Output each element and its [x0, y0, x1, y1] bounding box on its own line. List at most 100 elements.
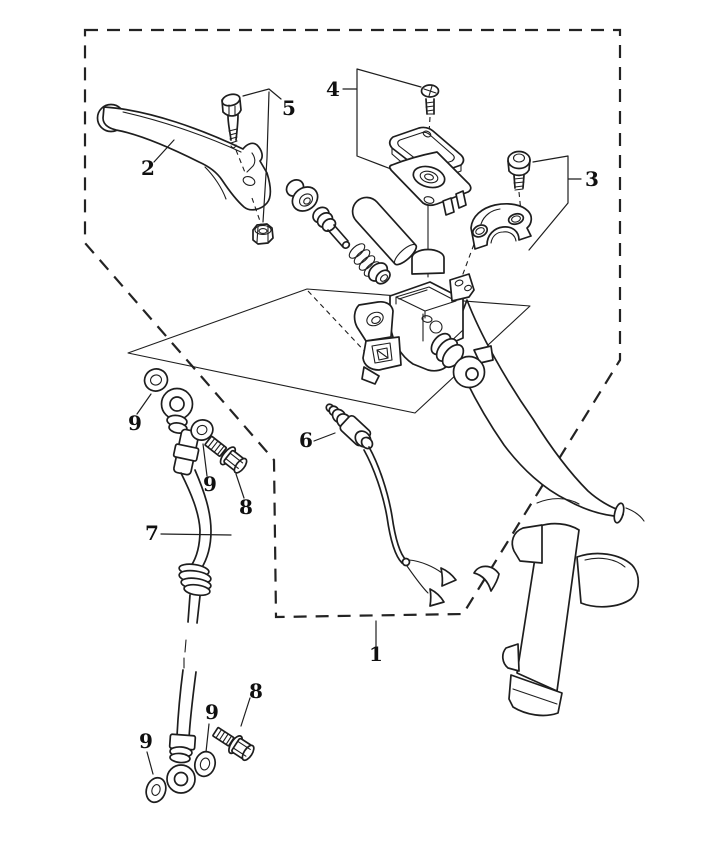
callout-label-6: 6 — [299, 428, 313, 452]
hose-lower-right — [188, 671, 197, 740]
clamp-bolt-threads — [513, 177, 525, 191]
piston-parts — [285, 179, 418, 285]
reservoir-cap-inner — [397, 131, 455, 169]
plate-center-boss — [412, 165, 446, 189]
bracket-4 — [342, 68, 422, 170]
bolt-bottom-facets — [232, 740, 251, 757]
handlebar-end-line — [625, 507, 645, 522]
banjo-bolt-top — [204, 435, 248, 474]
callout-label-9: 9 — [128, 411, 142, 435]
lug-hole — [371, 315, 381, 325]
cap-screw-axis — [428, 116, 431, 135]
lug-hole-rim — [366, 311, 384, 327]
spring-coil-2 — [353, 249, 371, 265]
callout-label-8: 8 — [239, 495, 253, 519]
fork-collar-line — [512, 688, 558, 705]
bolt-bottom-thread-ribs — [215, 728, 233, 746]
leader-7 — [160, 533, 232, 536]
bolt-top-threads — [204, 435, 227, 457]
cap-screw-cross — [423, 85, 437, 97]
clamp-bolt-socket — [512, 153, 526, 163]
lever-arm-crease — [204, 166, 227, 200]
reservoir-rim-inner — [395, 286, 457, 312]
washer-bottom-left-hole — [151, 784, 161, 796]
plate-tab-2 — [455, 190, 467, 209]
hose-collar-4 — [169, 752, 191, 764]
reservoir-interior — [395, 289, 428, 319]
leader-9-b — [202, 443, 208, 477]
brake-lever — [96, 103, 272, 211]
leader-8-bottom — [240, 697, 251, 727]
fork-right-lug — [576, 552, 640, 608]
banjo-bolt-bottom — [212, 726, 255, 762]
hose-break-marks — [183, 639, 187, 669]
lever-lug-upper — [353, 300, 394, 342]
fork-tube — [516, 522, 580, 692]
washer-bottom-right — [193, 750, 217, 778]
bushing-bore — [298, 193, 314, 207]
leader-9-c — [205, 723, 210, 753]
pivot-bolt-shank — [227, 114, 239, 141]
pivot-nut — [252, 223, 274, 245]
fork-assembly — [473, 522, 640, 717]
bolt-top-facets — [225, 452, 244, 469]
cap-mount-boss — [411, 248, 445, 275]
banjo-eyelet-top-hole — [169, 396, 185, 412]
pushrod-collar-3 — [321, 218, 337, 232]
hose-upper-left — [180, 472, 201, 567]
handlebar-tube — [449, 299, 624, 517]
switch-cable-2 — [363, 449, 403, 564]
fork-left-step — [502, 643, 520, 672]
lug-foot — [361, 366, 380, 385]
switch-wire-1 — [408, 559, 443, 574]
switch-wire-2 — [406, 565, 429, 594]
spade-terminal-1 — [440, 567, 457, 587]
bracket-3 — [528, 155, 582, 251]
clamp-inner-arcs — [480, 208, 517, 244]
callout-label-3: 3 — [585, 167, 599, 191]
reservoir-floor-hole — [421, 315, 433, 323]
pivot-bolt-facets — [228, 104, 236, 117]
hose-upper-right — [194, 469, 212, 570]
lever-blade-line — [122, 111, 242, 153]
bar-end-curve — [536, 498, 580, 505]
leader-8-top — [235, 473, 245, 499]
pivot-nut-hole — [258, 228, 268, 234]
spring-coil-1 — [348, 243, 366, 259]
body-front-hole — [429, 320, 443, 334]
fork-right-lug-line — [584, 557, 626, 568]
body-right-block — [449, 273, 475, 302]
pushrod-shaft — [327, 224, 349, 248]
pivot-bolt-head-top — [221, 93, 241, 107]
switch-end-cap — [360, 436, 374, 450]
washers — [143, 368, 217, 804]
master-cylinder-body — [353, 248, 494, 389]
leader-6 — [313, 432, 336, 442]
banjo-eyelet-bottom-hole — [173, 771, 189, 787]
callout-label-2: 2 — [141, 156, 155, 180]
callout-label-9: 9 — [203, 472, 217, 496]
handlebar-clamp-group — [459, 150, 533, 283]
dashed-boundary — [83, 28, 622, 619]
reservoir-cap-group — [388, 84, 472, 278]
pivot-nut-top — [254, 224, 272, 236]
cable-junction — [401, 557, 411, 567]
clamp-right-ear-hole — [511, 215, 521, 223]
piston-cup-inner — [375, 269, 391, 285]
piston-boot-rim — [393, 243, 417, 266]
lug-square-hole — [371, 342, 393, 364]
right-block-hole-2 — [464, 284, 472, 292]
fork-bottom-collar — [508, 674, 563, 717]
banjo-outlet-hole — [465, 367, 479, 381]
lever-hook-line — [246, 152, 256, 173]
callout-label-1: 1 — [369, 642, 383, 666]
bolt-top-thread-ribs — [207, 438, 225, 456]
assembly-panel — [127, 288, 531, 414]
switch-cable — [368, 446, 407, 561]
washer-bottom-left — [145, 776, 167, 804]
washer-top-right-hole — [196, 424, 208, 436]
callout-label-8: 8 — [249, 679, 263, 703]
handlebar — [449, 299, 645, 524]
spring-coil-3 — [358, 255, 376, 271]
